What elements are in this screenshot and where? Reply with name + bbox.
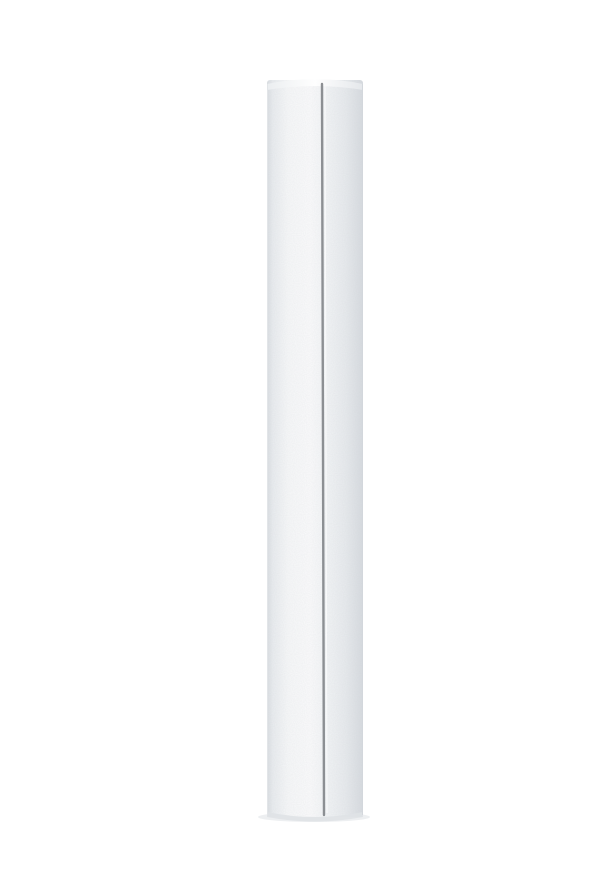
seam-highlight [324, 85, 328, 814]
cylinder-bottom-edge [267, 812, 363, 822]
seam-line [320, 82, 326, 817]
foam-texture [267, 80, 363, 817]
cylinder-top-rim [267, 79, 363, 90]
